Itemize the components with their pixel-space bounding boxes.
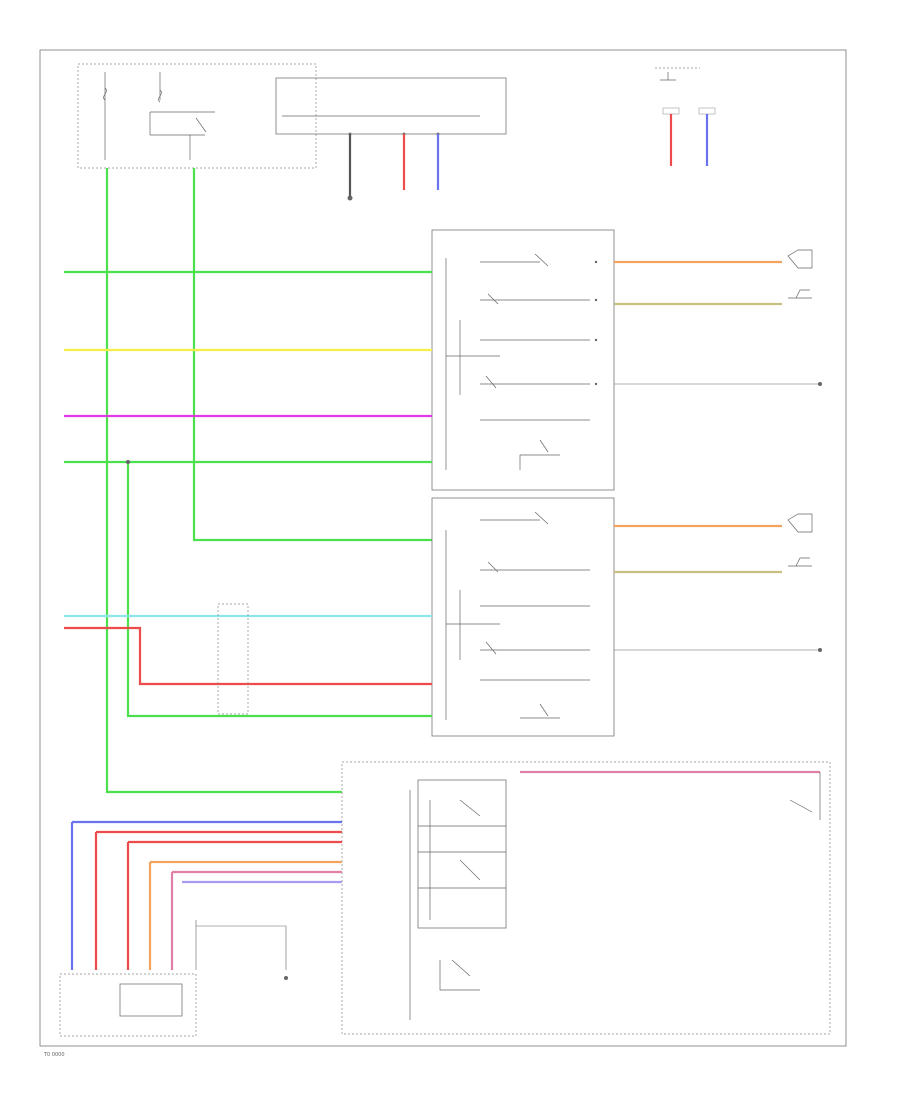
wire-green-left-feed [105, 168, 342, 794]
wire-thin-bottom [195, 920, 287, 970]
diagram-border [39, 49, 847, 1047]
control-unit-outline [341, 761, 831, 1035]
bottom-relay-outline [59, 973, 197, 1037]
top-right-switch [655, 67, 716, 115]
bottom-relay-body [119, 983, 183, 1017]
ground-icon [818, 382, 822, 386]
splice-dot [126, 460, 130, 464]
control-unit-relay [417, 779, 507, 929]
junction-connector [217, 603, 249, 715]
fuse-box-outline [77, 63, 317, 169]
right-window-switch-box [431, 497, 615, 737]
module-top-pins [282, 115, 480, 136]
wire-red-bottom-1 [94, 830, 342, 970]
wire-orange-bottom [148, 860, 342, 970]
wire-red-lower [64, 626, 432, 686]
control-module-top [275, 77, 507, 135]
wire-red-bottom-2 [126, 840, 342, 970]
ground-icon [818, 648, 822, 652]
ground-icon [284, 976, 288, 980]
right-switch-internals [445, 511, 590, 720]
wire-green-branch [126, 462, 432, 718]
footer-code: T0 0000 [43, 1052, 65, 1058]
fuse-internals [103, 72, 215, 160]
left-switch-internals [445, 253, 598, 470]
control-unit-internals [409, 790, 506, 1020]
ground-icon [347, 195, 353, 201]
wire-green-mid-feed [192, 168, 432, 542]
left-window-switch-box [431, 229, 615, 491]
door-switch [789, 772, 821, 820]
lamp-icon [787, 249, 813, 567]
wire-blue-bottom [70, 820, 342, 970]
wire-pink-bottom-1 [170, 870, 342, 970]
